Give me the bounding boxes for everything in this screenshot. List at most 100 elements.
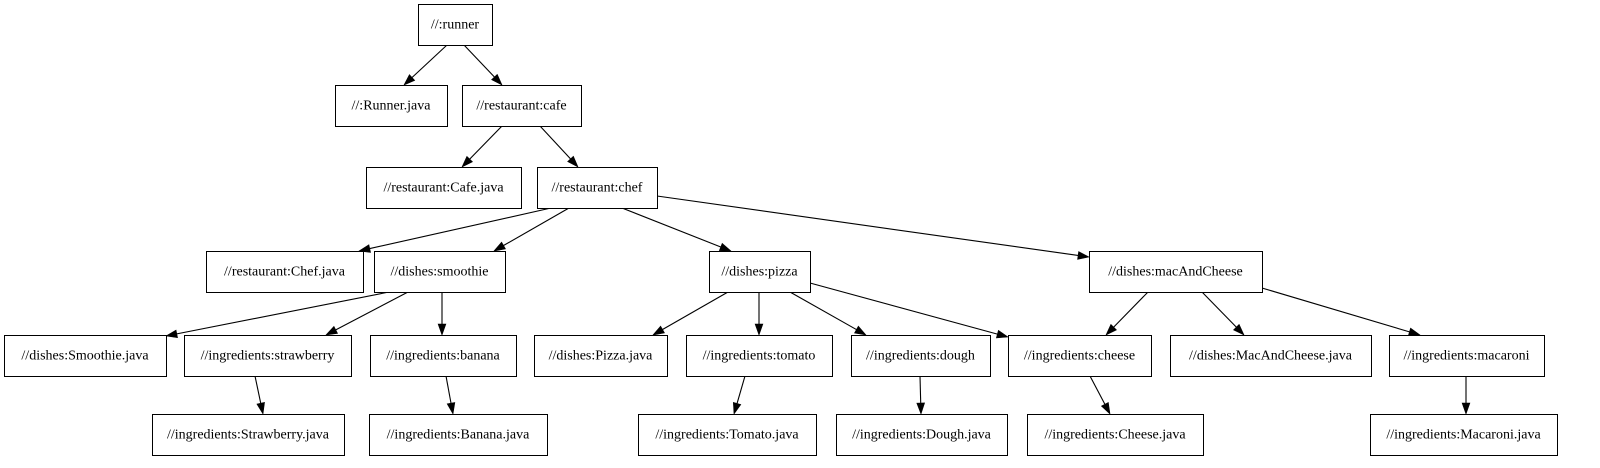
edge-line-restaurant_chef-to-dishes_mac: [656, 195, 1079, 257]
node-box[interactable]: [851, 335, 991, 377]
graph-edge: [621, 207, 732, 252]
node-box[interactable]: [462, 85, 582, 127]
node-label: //:runner: [431, 18, 480, 33]
node-label: //dishes:Smoothie.java: [21, 349, 149, 364]
node-box[interactable]: [1370, 414, 1558, 456]
graph-node-ing_strawberry[interactable]: //ingredients:strawberry: [184, 335, 352, 377]
node-box[interactable]: [4, 335, 167, 377]
graph-edge: [539, 125, 579, 168]
graph-node-dishes_pizza[interactable]: //dishes:pizza: [709, 251, 811, 293]
graph-edge: [1089, 375, 1111, 415]
graph-edge: [493, 207, 570, 252]
node-label: //ingredients:banana: [386, 349, 500, 364]
arrowhead-icon: [1233, 323, 1245, 336]
node-box[interactable]: [1170, 335, 1372, 377]
graph-node-smoothie_java[interactable]: //dishes:Smoothie.java: [4, 335, 167, 377]
graph-edge: [789, 291, 867, 336]
node-label: //restaurant:cafe: [476, 99, 566, 114]
node-box[interactable]: [709, 251, 811, 293]
graph-node-banana_java[interactable]: //ingredients:Banana.java: [369, 414, 548, 456]
graph-node-mac_java[interactable]: //dishes:MacAndCheese.java: [1170, 335, 1372, 377]
node-box[interactable]: [374, 251, 506, 293]
node-box[interactable]: [534, 335, 668, 377]
arrowhead-icon: [1100, 401, 1111, 415]
node-label: //dishes:macAndCheese: [1108, 265, 1243, 280]
arrowhead-icon: [256, 402, 265, 415]
arrowhead-icon: [995, 329, 1009, 339]
edge-line-runner-to-restaurant_cafe: [463, 44, 495, 78]
node-label: //ingredients:macaroni: [1404, 349, 1530, 364]
node-box[interactable]: [537, 167, 658, 209]
graph-edge: [445, 375, 456, 415]
edge-line-dishes_smoothie-to-ing_strawberry: [335, 291, 409, 331]
node-box[interactable]: [206, 251, 364, 293]
graph-node-dough_java[interactable]: //ingredients:Dough.java: [836, 414, 1008, 456]
node-label: //dishes:MacAndCheese.java: [1189, 349, 1353, 364]
graph-edge: [403, 44, 448, 86]
edge-line-ing_tomato-to-tomato_java: [736, 375, 746, 404]
graph-node-strawberry_java[interactable]: //ingredients:Strawberry.java: [152, 414, 345, 456]
node-box[interactable]: [836, 414, 1008, 456]
arrowhead-icon: [491, 73, 503, 86]
node-box[interactable]: [686, 335, 833, 377]
arrowhead-icon: [732, 401, 742, 415]
node-label: //dishes:Pizza.java: [549, 349, 654, 364]
arrowhead-icon: [916, 402, 926, 415]
graph-edge: [652, 291, 729, 336]
node-label: //ingredients:dough: [866, 349, 975, 364]
graph-node-ing_cheese[interactable]: //ingredients:cheese: [1008, 335, 1152, 377]
graph-node-ing_banana[interactable]: //ingredients:banana: [370, 335, 517, 377]
graph-node-restaurant_cafe[interactable]: //restaurant:cafe: [462, 85, 582, 127]
graph-node-ing_dough[interactable]: //ingredients:dough: [851, 335, 991, 377]
graph-node-ing_tomato[interactable]: //ingredients:tomato: [686, 335, 833, 377]
arrowhead-icon: [461, 155, 473, 168]
arrowhead-icon: [854, 325, 867, 336]
node-box[interactable]: [335, 85, 448, 127]
node-box[interactable]: [638, 414, 817, 456]
node-label: //ingredients:Tomato.java: [655, 428, 799, 443]
node-box[interactable]: [370, 335, 517, 377]
graph-node-macaroni_java[interactable]: //ingredients:Macaroni.java: [1370, 414, 1558, 456]
graph-edge: [1461, 376, 1471, 415]
node-label: //restaurant:chef: [552, 181, 643, 196]
graph-node-runner_java[interactable]: //:Runner.java: [335, 85, 448, 127]
node-box[interactable]: [366, 167, 522, 209]
node-label: //ingredients:strawberry: [201, 349, 335, 364]
graph-node-cheese_java[interactable]: //ingredients:Cheese.java: [1027, 414, 1204, 456]
node-box[interactable]: [1008, 335, 1152, 377]
node-box[interactable]: [418, 4, 493, 46]
graph-edge: [461, 125, 503, 168]
node-box[interactable]: [184, 335, 352, 377]
graph-node-dishes_smoothie[interactable]: //dishes:smoothie: [374, 251, 506, 293]
arrowhead-icon: [1077, 251, 1090, 260]
arrowhead-icon: [446, 402, 456, 415]
node-label: //:Runner.java: [352, 99, 432, 114]
graph-node-restaurant_chef[interactable]: //restaurant:chef: [537, 167, 658, 209]
graph-edge: [754, 292, 764, 336]
graph-node-pizza_java[interactable]: //dishes:Pizza.java: [534, 335, 668, 377]
graph-node-tomato_java[interactable]: //ingredients:Tomato.java: [638, 414, 817, 456]
edge-line-ing_strawberry-to-strawberry_java: [254, 375, 262, 404]
graph-edge: [325, 291, 409, 336]
graph-node-chef_java[interactable]: //restaurant:Chef.java: [206, 251, 364, 293]
graph-node-ing_macaroni[interactable]: //ingredients:macaroni: [1389, 335, 1545, 377]
edge-line-ing_cheese-to-cheese_java: [1089, 375, 1106, 405]
node-label: //ingredients:Cheese.java: [1044, 428, 1186, 443]
edge-line-dishes_mac-to-ing_macaroni: [1261, 287, 1410, 333]
arrowhead-icon: [437, 323, 447, 336]
graph-node-cafe_java[interactable]: //restaurant:Cafe.java: [366, 167, 522, 209]
graph-node-runner[interactable]: //:runner: [418, 4, 493, 46]
edge-line-restaurant_chef-to-chef_java: [369, 207, 552, 250]
graph-edge: [1261, 287, 1421, 336]
node-box[interactable]: [1089, 251, 1263, 293]
node-box[interactable]: [152, 414, 345, 456]
node-box[interactable]: [369, 414, 548, 456]
node-label: //ingredients:Dough.java: [852, 428, 992, 443]
graph-edge: [656, 195, 1090, 260]
graph-node-dishes_mac[interactable]: //dishes:macAndCheese: [1089, 251, 1263, 293]
graph-edge: [1105, 291, 1149, 336]
node-box[interactable]: [1389, 335, 1545, 377]
node-box[interactable]: [1027, 414, 1204, 456]
edge-line-dishes_mac-to-ing_cheese: [1113, 291, 1149, 328]
